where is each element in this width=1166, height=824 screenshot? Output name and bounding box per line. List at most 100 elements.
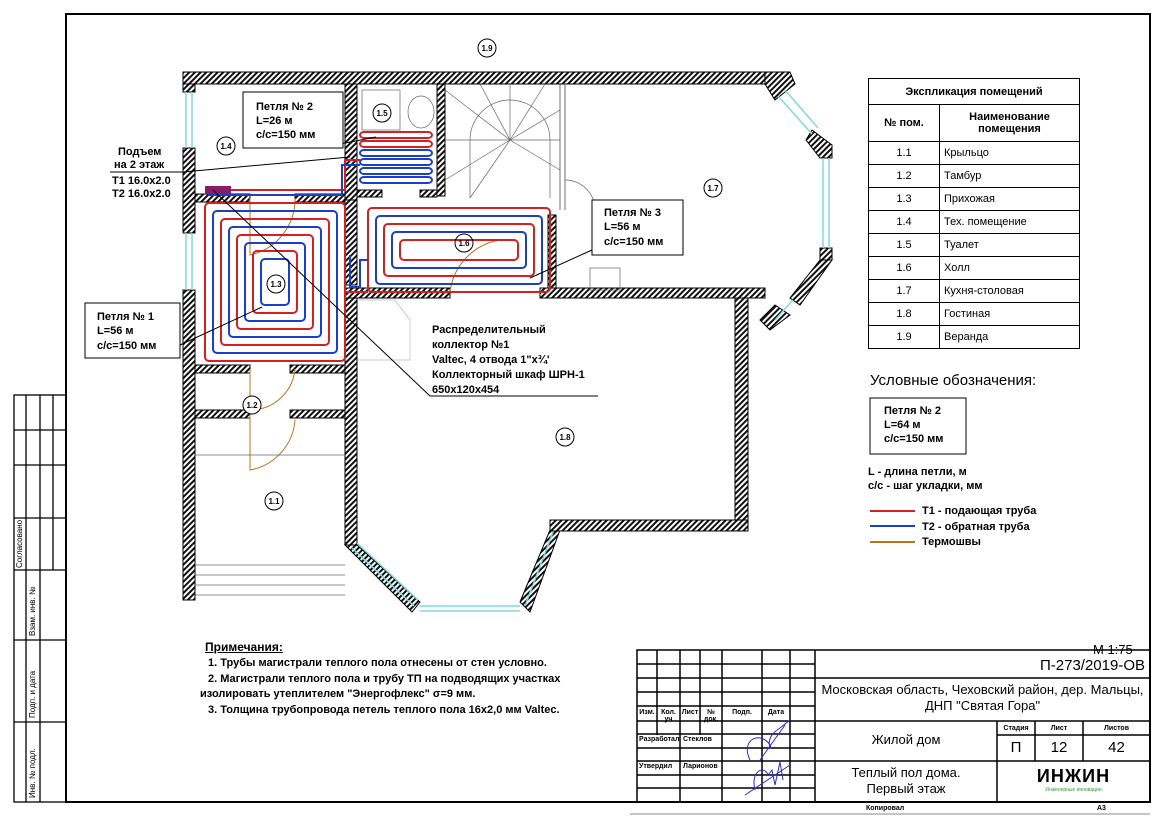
loop-2-step: с/с=150 мм (256, 129, 315, 141)
collector-line5: 650х120х454 (432, 384, 500, 396)
collector-cabinet (205, 186, 231, 194)
address: Московская область, Чеховский район, дер… (821, 682, 1144, 713)
room-number: 1.8 (868, 302, 940, 326)
svg-text:1.6: 1.6 (458, 239, 470, 248)
supply-main-loop3 (344, 250, 368, 293)
room-marker-1-5: 1.5 (372, 103, 392, 123)
note-1: 1. Трубы магистрали теплого пола отнесен… (208, 657, 547, 669)
loop-1-pipe (212, 210, 338, 354)
room-name: Гостиная (939, 302, 1080, 326)
room-marker-1-2: 1.2 (242, 395, 262, 415)
loop-1-pipe (252, 250, 298, 314)
notes-title: Примечания: (205, 640, 283, 654)
loop-3-pipe (383, 223, 535, 277)
scale-label: М 1:75 (1093, 642, 1133, 657)
room-marker-1-7: 1.7 (703, 178, 723, 198)
svg-text:1.5: 1.5 (376, 109, 388, 118)
collector-line2: коллектор №1 (432, 339, 509, 351)
revision-col-header: Дата (767, 709, 785, 716)
note-2: 2. Магистрали теплого пола и трубу ТП на… (208, 672, 561, 685)
legend-sample-title: Петля № 2 (884, 405, 942, 417)
room-number: 1.2 (868, 164, 940, 188)
return-main-loop3 (349, 255, 368, 288)
col-header-name: Наименование помещения (939, 104, 1080, 142)
approved-name: Ларионов (683, 763, 718, 770)
svg-text:1.8: 1.8 (559, 433, 571, 442)
room-name: Холл (939, 256, 1080, 280)
legend-thermo-label: Термошвы (922, 536, 981, 548)
loop-2-pipe (359, 167, 433, 175)
loop-2-pipe (359, 149, 433, 157)
loop-3-pipe (391, 231, 527, 269)
stage-label: Стадия (1003, 725, 1029, 732)
room-number: 1.7 (868, 279, 940, 303)
riser-line2: на 2 этаж (114, 159, 164, 171)
revision-col-header: Лист (681, 709, 699, 716)
loop-2-pipe (359, 131, 433, 139)
room-marker-1-1: 1.1 (264, 491, 284, 511)
notes-list: 1. Трубы магистрали теплого пола отнесен… (200, 656, 560, 718)
svg-text:1.1: 1.1 (268, 497, 280, 506)
doc-code: П-273/2019-ОВ (1039, 657, 1145, 674)
sheet-title-1: Теплый пол дома. (851, 765, 961, 780)
legend-sample: Петля № 2 L=64 м с/с=150 мм (884, 404, 943, 446)
room-number: 1.1 (868, 141, 940, 165)
room-marker-1-6: 1.6 (454, 233, 474, 253)
sheet-title-2: Первый этаж (866, 781, 946, 796)
heating-pipes (204, 131, 551, 362)
collector-line1: Распределительный (432, 324, 546, 336)
revision-col-header: № док. (703, 709, 719, 723)
loop-1-length: L=56 м (97, 325, 134, 337)
room-name: Тех. помещение (939, 210, 1080, 234)
loop-2-callout: Петля № 2 L=26 м с/с=150 мм (242, 91, 344, 149)
legend-cc-desc: с/с - шаг укладки, мм (868, 480, 983, 492)
room-number: 1.3 (868, 187, 940, 211)
note-2-cont: изолировать утеплителем "Энергофлекс" σ=… (200, 688, 476, 700)
loop-1-title: Петля № 1 (97, 311, 154, 323)
riser-line1: Подъем (118, 146, 161, 158)
signatures (744, 719, 791, 796)
room-marker-1-4: 1.4 (216, 136, 236, 156)
loop-3-step: с/с=150 мм (604, 236, 663, 248)
loop-3-title: Петля № 3 (604, 207, 661, 219)
loop-2-pipe (359, 140, 433, 148)
loop-1-pipe (244, 242, 306, 322)
loop-2-pipe (359, 158, 433, 166)
side-stamp (13, 394, 67, 803)
note-3: 3. Толщина трубопровода петель теплого п… (208, 703, 560, 716)
room-number: 1.6 (868, 256, 940, 280)
room-number: 1.5 (868, 233, 940, 257)
company-logo: ИНЖИН Инженерные инновации (997, 766, 1150, 793)
collector-line4: Коллекторный шкаф ШРН-1 (432, 369, 585, 381)
legend-sample-length: L=64 м (884, 419, 921, 431)
loop-1-pipe (236, 234, 314, 330)
legend-l-desc: L - длина петли, м (868, 466, 967, 478)
room-name: Прихожая (939, 187, 1080, 211)
stamp-podp: Подп. и дата (28, 670, 37, 718)
collector-line3: Valtec, 4 отвода 1"х¾' (432, 354, 550, 366)
stamp-inv: Инв. № подл. (28, 748, 37, 798)
room-name: Крыльцо (939, 141, 1080, 165)
room-number: 1.4 (868, 210, 940, 234)
loop-3-length: L=56 м (604, 221, 641, 233)
room-marker-1-9: 1.9 (477, 38, 497, 58)
svg-text:1.4: 1.4 (220, 142, 232, 151)
walls (182, 71, 833, 613)
legend-sample-box (869, 397, 967, 455)
developed-label: Разработал (639, 736, 680, 743)
loop-1-pipe (260, 258, 290, 306)
room-number: 1.9 (868, 325, 940, 349)
title-block-grid (636, 649, 1151, 803)
riser-label: Подъем на 2 этаж Т1 16.0х2.0 Т2 16.0х2.0 (112, 146, 171, 200)
stairs (195, 83, 621, 596)
collector-label: Распределительный коллектор №1 Valtec, 4… (432, 324, 585, 396)
loop-3-callout: Петля № 3 L=56 м с/с=150 мм (591, 199, 684, 256)
revision-col-header: Подп. (732, 709, 752, 716)
legend-title: Условные обозначения: (870, 372, 1037, 389)
room-marker-1-3: 1.3 (266, 274, 286, 294)
